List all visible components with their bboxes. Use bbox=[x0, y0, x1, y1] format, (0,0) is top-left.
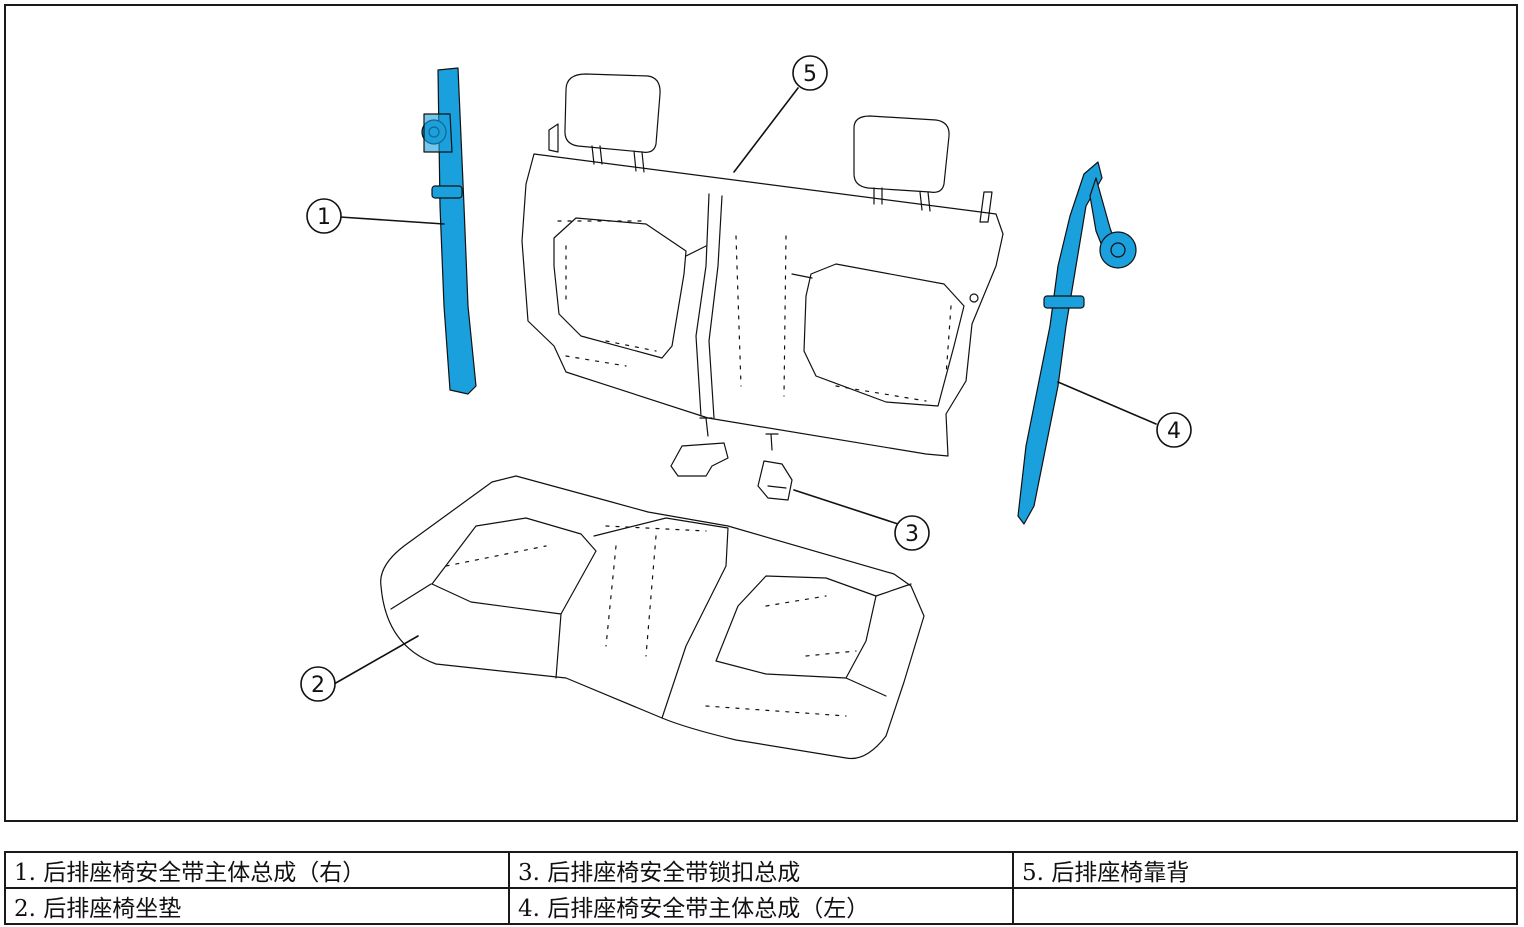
left-headrest bbox=[548, 73, 661, 173]
callout-5-label: 5 bbox=[803, 62, 817, 87]
leader-lines bbox=[333, 87, 1157, 685]
seatbelt-assembly-right bbox=[421, 67, 477, 395]
callout-1: 1 bbox=[306, 198, 342, 234]
callouts: 1 2 3 4 5 bbox=[300, 55, 1192, 702]
legend-item-4: 4. 后排座椅安全带主体总成（左） bbox=[508, 887, 1014, 925]
callout-2: 2 bbox=[300, 666, 336, 702]
callout-5: 5 bbox=[792, 55, 828, 91]
callout-4-label: 4 bbox=[1167, 419, 1181, 444]
right-headrest bbox=[853, 115, 993, 223]
seat-diagram: 1 2 3 4 5 bbox=[300, 55, 1192, 760]
legend-item-1: 1. 后排座椅安全带主体总成（右） bbox=[4, 851, 510, 889]
exploded-view-figure: 1 2 3 4 5 bbox=[4, 4, 1518, 822]
rear-seat-cushion bbox=[380, 475, 925, 760]
legend-row: 2. 后排座椅坐垫 4. 后排座椅安全带主体总成（左） bbox=[4, 887, 1518, 925]
callout-2-label: 2 bbox=[311, 673, 325, 698]
legend-item-2: 2. 后排座椅坐垫 bbox=[4, 887, 510, 925]
callout-1-label: 1 bbox=[317, 205, 331, 230]
callout-3: 3 bbox=[894, 515, 930, 551]
callout-3-label: 3 bbox=[905, 522, 919, 547]
callout-4: 4 bbox=[1156, 412, 1192, 448]
seatbelt-assembly-left bbox=[1017, 161, 1137, 525]
legend-item-5: 5. 后排座椅靠背 bbox=[1012, 851, 1518, 889]
parts-legend-table: 1. 后排座椅安全带主体总成（右） 3. 后排座椅安全带锁扣总成 5. 后排座椅… bbox=[4, 851, 1518, 925]
legend-row: 1. 后排座椅安全带主体总成（右） 3. 后排座椅安全带锁扣总成 5. 后排座椅… bbox=[4, 851, 1518, 889]
rear-seat-backrest bbox=[521, 153, 1004, 457]
legend-empty-cell bbox=[1012, 887, 1518, 925]
legend-item-3: 3. 后排座椅安全带锁扣总成 bbox=[508, 851, 1014, 889]
seatbelt-buckles bbox=[670, 417, 793, 501]
